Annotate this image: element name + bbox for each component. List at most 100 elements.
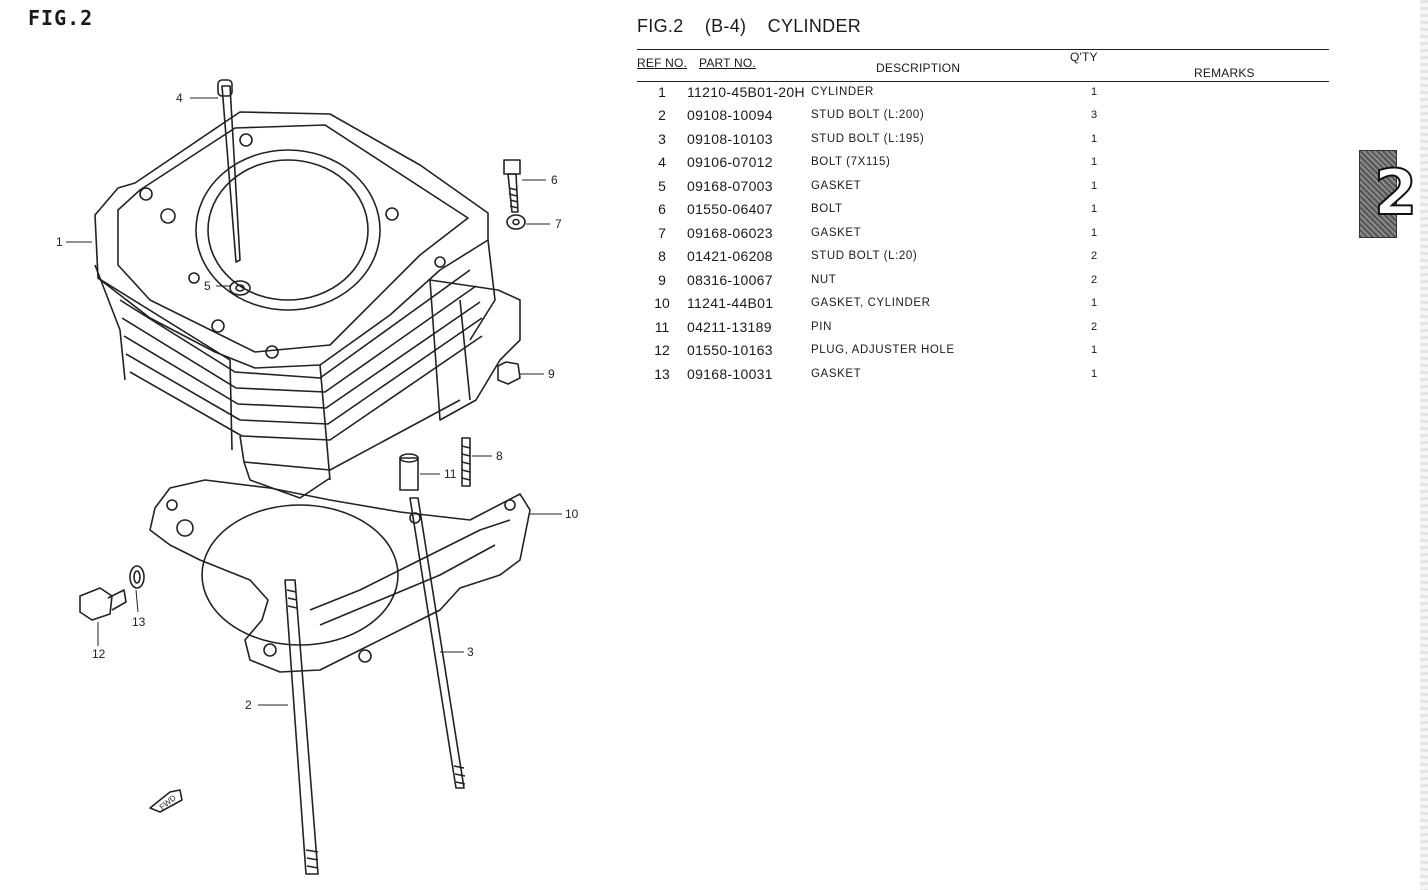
remarks-cell xyxy=(1109,127,1309,151)
qty-cell: 1 xyxy=(1090,367,1098,380)
description-cell: GASKET, CYLINDER xyxy=(811,297,931,310)
description-cell: PLUG, ADJUSTER HOLE xyxy=(811,344,955,357)
header-description: DESCRIPTION xyxy=(876,61,961,75)
qty-cell: 1 xyxy=(1090,203,1098,216)
section-tab-number: 2 xyxy=(1373,156,1418,229)
description-cell: GASKET xyxy=(811,226,862,239)
remarks-cell xyxy=(1109,198,1309,222)
table-row: 4 09106-07012 BOLT (7X115) 1 xyxy=(637,151,1309,175)
part-no-cell: 11210-45B01-20H xyxy=(687,83,805,100)
qty-cell: 2 xyxy=(1090,250,1098,263)
callout-13: 13 xyxy=(132,615,146,629)
part-no-cell: 08316-10067 xyxy=(687,271,773,288)
header-rule-bottom xyxy=(637,81,1329,82)
header-ref-no: REF NO. xyxy=(637,56,688,70)
callout-12: 12 xyxy=(92,647,106,661)
description-cell: STUD BOLT (L:20) xyxy=(811,250,918,263)
part-no-cell: 09108-10094 xyxy=(687,107,773,124)
remarks-cell xyxy=(1109,339,1309,363)
description-cell: GASKET xyxy=(811,179,862,192)
remarks-cell xyxy=(1109,104,1309,128)
part-no-cell: 09108-10103 xyxy=(687,130,773,147)
section-tab: 2 xyxy=(1359,150,1418,238)
header-remarks: REMARKS xyxy=(1194,66,1255,80)
ref-no-cell: 2 xyxy=(658,107,666,124)
qty-cell: 1 xyxy=(1090,132,1098,145)
description-cell: CYLINDER xyxy=(811,85,874,98)
front-arrow-icon xyxy=(149,789,183,813)
bolt-4 xyxy=(221,85,241,263)
qty-cell: 1 xyxy=(1090,156,1098,169)
ref-no-cell: 7 xyxy=(658,224,666,241)
callout-11: 11 xyxy=(444,467,457,481)
ref-no-cell: 13 xyxy=(654,365,670,382)
remarks-cell xyxy=(1109,174,1309,198)
remarks-cell xyxy=(1109,221,1309,245)
qty-cell: 1 xyxy=(1090,226,1098,239)
table-row: 1 11210-45B01-20H CYLINDER 1 xyxy=(637,80,1309,104)
remarks-cell xyxy=(1109,151,1309,175)
description-cell: BOLT (7X115) xyxy=(811,156,891,169)
part-no-cell: 09168-07003 xyxy=(687,177,773,194)
table-row: 12 01550-10163 PLUG, ADJUSTER HOLE 1 xyxy=(637,339,1309,363)
callout-3: 3 xyxy=(467,645,474,659)
ref-no-cell: 4 xyxy=(658,154,666,171)
qty-cell: 3 xyxy=(1090,109,1098,122)
qty-cell: 2 xyxy=(1090,320,1098,333)
description-cell: NUT xyxy=(811,273,837,286)
ref-no-cell: 1 xyxy=(658,83,666,100)
ref-no-cell: 6 xyxy=(658,201,666,218)
ref-no-cell: 9 xyxy=(658,271,666,288)
table-row: 8 01421-06208 STUD BOLT (L:20) 2 xyxy=(637,245,1309,269)
remarks-cell xyxy=(1109,362,1309,386)
ref-no-cell: 8 xyxy=(658,248,666,265)
title-code: (B-4) xyxy=(704,16,747,36)
part-no-cell: 01421-06208 xyxy=(687,248,773,265)
part-no-cell: 09168-10031 xyxy=(687,365,773,382)
part-no-cell: 04211-13189 xyxy=(687,318,772,335)
qty-cell: 1 xyxy=(1090,179,1098,192)
callout-9: 9 xyxy=(548,367,555,381)
table-row: 7 09168-06023 GASKET 1 xyxy=(637,221,1309,245)
callout-8: 8 xyxy=(496,449,503,463)
qty-cell: 1 xyxy=(1090,85,1098,98)
part-no-cell: 09106-07012 xyxy=(687,154,773,171)
title-name: CYLINDER xyxy=(767,16,862,36)
part-no-cell: 11241-44B01 xyxy=(687,295,774,312)
callout-10: 10 xyxy=(565,507,579,521)
qty-cell: 1 xyxy=(1090,297,1098,310)
description-cell: STUD BOLT (L:195) xyxy=(811,132,925,145)
cooling-fin xyxy=(119,269,471,379)
part-no-cell: 09168-06023 xyxy=(687,224,773,241)
callout-7: 7 xyxy=(555,217,562,231)
table-row: 13 09168-10031 GASKET 1 xyxy=(637,362,1309,386)
ref-no-cell: 5 xyxy=(658,177,666,194)
table-row: 10 11241-44B01 GASKET, CYLINDER 1 xyxy=(637,292,1309,316)
ref-no-cell: 12 xyxy=(654,342,670,359)
remarks-cell xyxy=(1109,268,1309,292)
qty-cell: 1 xyxy=(1090,344,1098,357)
remarks-cell xyxy=(1109,245,1309,269)
description-cell: STUD BOLT (L:200) xyxy=(811,109,925,122)
callout-4: 4 xyxy=(176,91,183,105)
remarks-cell xyxy=(1109,315,1309,339)
callout-5: 5 xyxy=(204,279,211,293)
page-title: FIG.2 (B-4) CYLINDER xyxy=(637,16,877,37)
remarks-cell xyxy=(1109,292,1309,316)
description-cell: GASKET xyxy=(811,367,862,380)
callout-2: 2 xyxy=(245,698,252,712)
title-fig: FIG.2 xyxy=(637,16,684,36)
table-row: 5 09168-07003 GASKET 1 xyxy=(637,174,1309,198)
exploded-diagram: 4 1 5 6 7 9 8 11 10 3 2 12 13 FWD xyxy=(56,79,579,875)
part-no-cell: 01550-06407 xyxy=(687,201,773,218)
ref-no-cell: 10 xyxy=(654,295,670,312)
callout-6: 6 xyxy=(551,173,558,187)
part-no-cell: 01550-10163 xyxy=(687,342,773,359)
table-row: 2 09108-10094 STUD BOLT (L:200) 3 xyxy=(637,104,1309,128)
ref-no-cell: 11 xyxy=(654,318,670,335)
